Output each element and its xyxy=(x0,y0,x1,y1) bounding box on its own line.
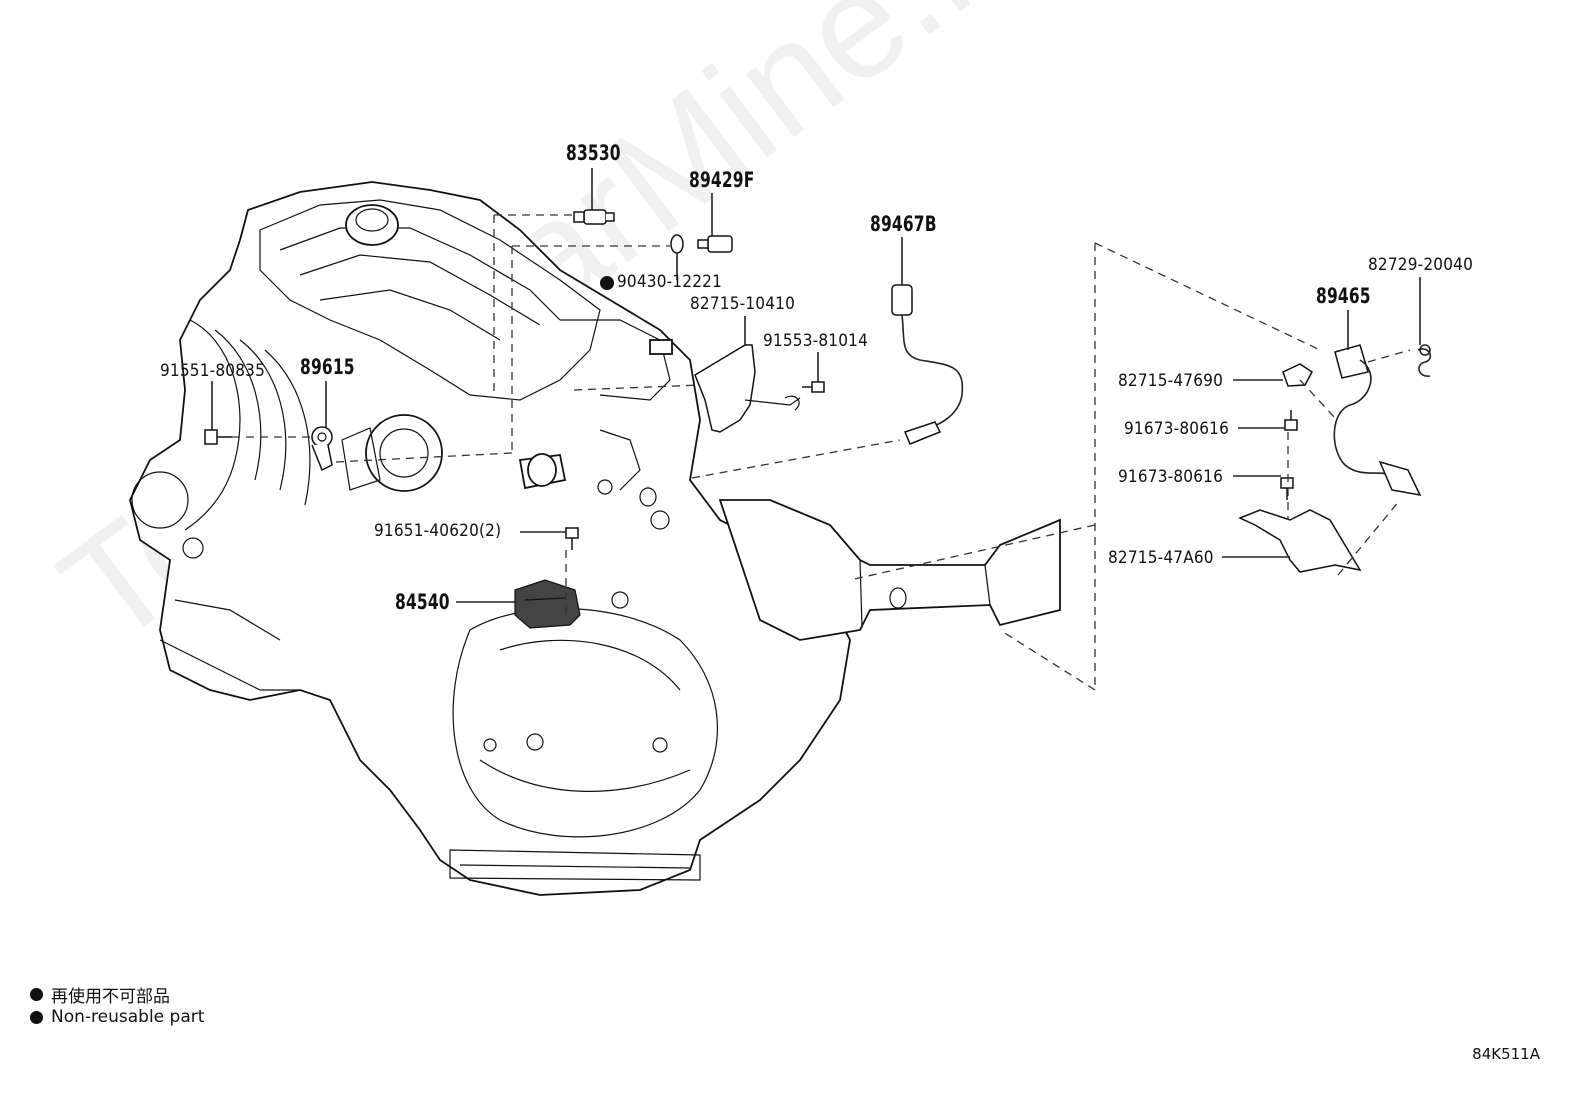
callout-82729-20040[interactable]: 82729-20040 xyxy=(1368,255,1474,275)
callout-90430-12221[interactable]: 90430-12221 xyxy=(617,272,723,292)
legend-en: Non-reusable part xyxy=(30,1007,204,1027)
legend-en-text: Non-reusable part xyxy=(51,1007,205,1027)
callout-91551-80835[interactable]: 91551-80835 xyxy=(160,361,266,381)
bracket-82715-10410-icon xyxy=(694,344,801,433)
bracket-82715-47690-icon xyxy=(1282,363,1313,387)
switch-84540-icon xyxy=(514,579,581,629)
callout-83530[interactable]: 83530 xyxy=(566,141,621,165)
sensor-89465-icon xyxy=(1333,344,1422,496)
phantom-lines xyxy=(218,214,1411,691)
clamp-82729-icon xyxy=(1417,344,1432,377)
legend-jp: 再使用不可部品 xyxy=(30,982,170,1007)
callout-84540[interactable]: 84540 xyxy=(395,590,450,614)
callout-91553-81014[interactable]: 91553-81014 xyxy=(763,331,869,351)
gasket-90430-icon xyxy=(670,234,684,254)
sensor-89615-icon xyxy=(311,426,333,472)
part-83530-icon xyxy=(573,209,615,225)
bolt-91651-icon xyxy=(565,527,579,550)
non-reusable-dot-icon xyxy=(600,276,614,290)
callout-89465[interactable]: 89465 xyxy=(1316,284,1371,308)
callout-91673-80616-a[interactable]: 91673-80616 xyxy=(1124,419,1230,439)
part-89429F-icon xyxy=(697,235,733,253)
legend-jp-text: 再使用不可部品 xyxy=(51,987,170,1007)
callout-82715-47690[interactable]: 82715-47690 xyxy=(1118,371,1224,391)
callout-91673-80616-b[interactable]: 91673-80616 xyxy=(1118,467,1224,487)
legend-dot-icon xyxy=(30,1010,43,1024)
leader-lines xyxy=(211,168,1421,603)
sensor-89467B-icon xyxy=(891,284,964,445)
bolt-91553-icon xyxy=(802,381,825,393)
callout-82715-47A60[interactable]: 82715-47A60 xyxy=(1108,548,1214,568)
engine-assembly xyxy=(129,181,851,896)
bolt-91673-b-icon xyxy=(1280,477,1294,500)
callout-89467B[interactable]: 89467B xyxy=(870,212,937,236)
callout-82715-10410[interactable]: 82715-10410 xyxy=(690,294,796,314)
diagram-code: 84K511A xyxy=(1472,1045,1540,1063)
legend-dot-icon xyxy=(30,988,43,1001)
callout-89429F[interactable]: 89429F xyxy=(689,168,755,192)
bolt-91673-a-icon xyxy=(1284,410,1298,431)
callout-89615[interactable]: 89615 xyxy=(300,355,355,379)
exhaust-assembly xyxy=(639,487,1061,641)
bracket-82715-47A60-icon xyxy=(1238,509,1362,573)
bolt-91551-icon xyxy=(204,429,232,445)
callout-91651-40620[interactable]: 91651-40620(2) xyxy=(374,521,502,541)
